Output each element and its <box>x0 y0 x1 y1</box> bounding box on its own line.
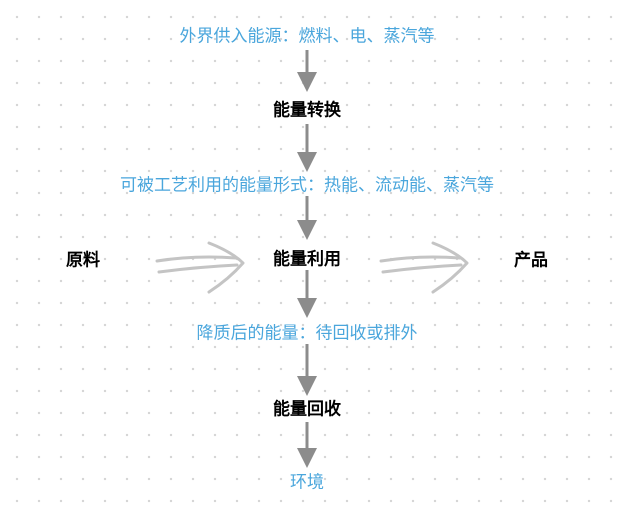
node-raw-material: 原料 <box>66 250 100 271</box>
node-energy-utilization: 能量利用 <box>273 249 341 270</box>
flow-arrow-usable-to-utilization <box>297 196 317 240</box>
label-usable-energy-forms: 可被工艺利用的能量形式：热能、流动能、蒸汽等 <box>120 175 494 196</box>
node-product: 产品 <box>514 250 548 271</box>
flow-arrow-supply-to-conversion <box>297 50 317 92</box>
node-energy-conversion: 能量转换 <box>273 100 341 121</box>
flow-arrow-utilization-to-degraded <box>297 270 317 318</box>
flow-arrow-conversion-to-usable <box>297 124 317 172</box>
sketch-arrow-utilization-to-product <box>379 241 469 294</box>
node-energy-recovery: 能量回收 <box>273 399 341 420</box>
flow-arrow-recovery-to-environment <box>297 422 317 468</box>
sketch-arrow-raw-to-utilization <box>155 241 245 294</box>
flow-arrow-degraded-to-recovery <box>297 344 317 396</box>
label-energy-supply: 外界供入能源：燃料、电、蒸汽等 <box>179 26 435 47</box>
label-environment: 环境 <box>290 472 324 493</box>
label-degraded-energy: 降质后的能量：待回收或排外 <box>196 323 418 344</box>
